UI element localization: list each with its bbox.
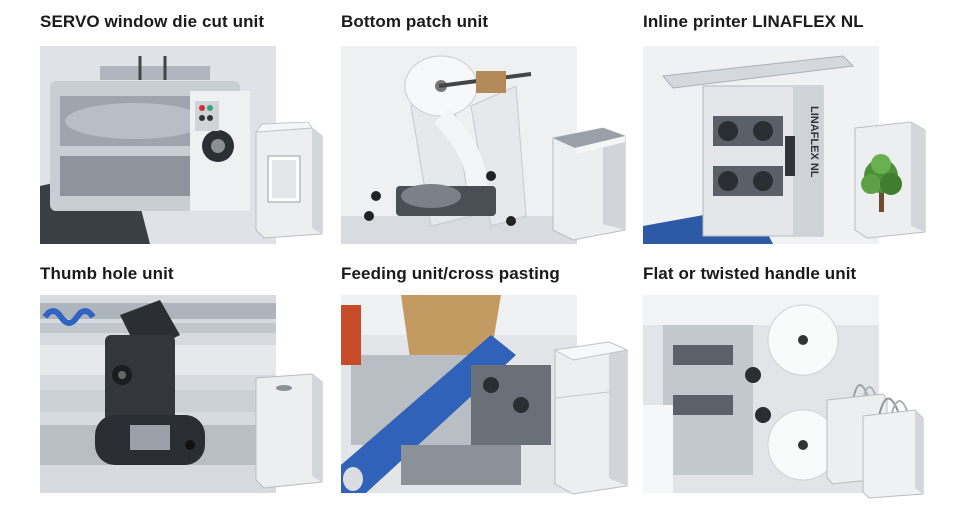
unit-tile-thumb-hole: Thumb hole unit — [40, 264, 330, 493]
unit-tile-handle-unit: Flat or twisted handle unit — [643, 264, 933, 499]
unit-tile-inline-printer: Inline printer LINAFLEX NL LINAFLEX NL — [643, 12, 933, 244]
unit-tile-bottom-patch: Bottom patch unit — [341, 12, 631, 244]
servo-window-die-cut-photo — [40, 46, 276, 244]
machine-label: LINAFLEX NL — [808, 106, 820, 178]
thumb-hole-photo — [40, 295, 276, 493]
bottom-patch-photo — [341, 46, 577, 244]
window-bag-icon — [252, 122, 326, 240]
inline-printer-photo: LINAFLEX NL — [643, 46, 879, 244]
unit-title: Inline printer LINAFLEX NL — [643, 12, 864, 31]
handle-bags-icon — [823, 360, 927, 500]
thumb-hole-bag-icon — [252, 368, 326, 492]
unit-title: Thumb hole unit — [40, 264, 174, 283]
open-bag-icon — [549, 120, 631, 244]
unit-title: Feeding unit/cross pasting — [341, 264, 560, 283]
unit-tile-feeding-cross-pasting: Feeding unit/cross pasting — [341, 264, 631, 495]
unit-tile-servo-window: SERVO window die cut unit — [40, 12, 330, 244]
unit-title: Flat or twisted handle unit — [643, 264, 857, 283]
feeding-cross-pasting-photo — [341, 295, 577, 493]
printed-tree-bag-icon — [851, 118, 931, 242]
cross-pasted-bag-icon — [551, 338, 631, 498]
unit-title: SERVO window die cut unit — [40, 12, 265, 31]
unit-title: Bottom patch unit — [341, 12, 489, 31]
